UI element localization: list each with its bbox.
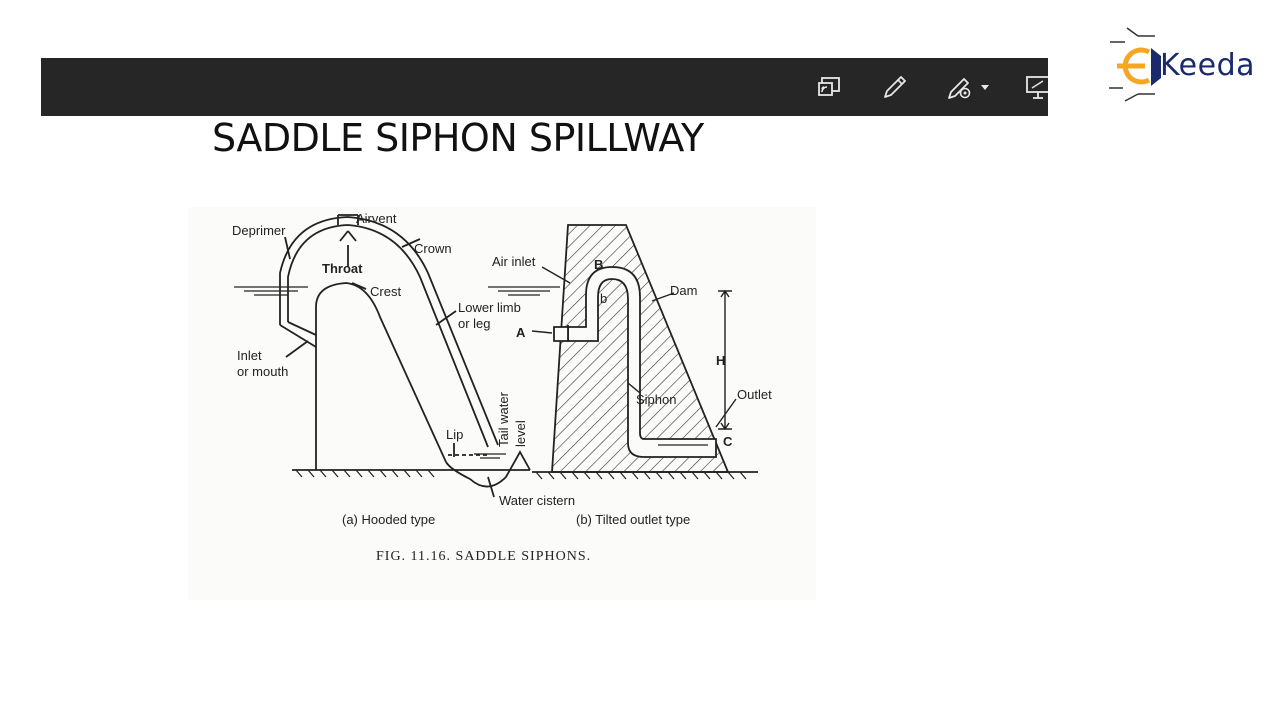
siphon-diagram: Airvent Deprimer Crown Throat Crest Lowe… <box>232 211 772 564</box>
label-crown: Crown <box>414 241 452 256</box>
tilted-siphon-drawing <box>488 224 758 480</box>
label-throat: Throat <box>322 261 363 276</box>
label-deprimer: Deprimer <box>232 223 286 238</box>
label-h: H <box>716 353 725 368</box>
figure-caption: FIG. 11.16. SADDLE SIPHONS. <box>376 549 591 564</box>
label-siphon: Siphon <box>636 392 676 407</box>
label-or-leg: or leg <box>458 316 491 331</box>
label-outlet: Outlet <box>737 387 772 402</box>
pen-button[interactable] <box>879 72 909 102</box>
label-airvent: Airvent <box>356 211 397 226</box>
label-dam: Dam <box>670 283 697 298</box>
whiteboard-button[interactable] <box>1023 72 1048 102</box>
screen-share-button[interactable] <box>815 72 845 102</box>
saddle-siphon-figure: Airvent Deprimer Crown Throat Crest Lowe… <box>188 207 816 600</box>
presentation-toolbar <box>41 58 1048 116</box>
ekeeda-logo-mark <box>1109 27 1161 102</box>
label-inlet: Inlet <box>237 348 262 363</box>
label-c: C <box>723 434 733 449</box>
label-tail-water: Tail water <box>496 391 511 447</box>
chevron-down-icon <box>981 85 989 90</box>
label-b-upper: B <box>594 257 603 272</box>
label-or-mouth: or mouth <box>237 364 288 379</box>
hooded-siphon-drawing <box>234 214 531 498</box>
label-lip: Lip <box>446 427 463 442</box>
pen-settings-button[interactable] <box>945 72 991 102</box>
label-level: level <box>513 420 528 447</box>
slide-title: SADDLE SIPHON SPILLWAY <box>212 116 704 160</box>
label-a: A <box>516 325 526 340</box>
label-air-inlet: Air inlet <box>492 254 536 269</box>
logo-text: Keeda <box>1160 48 1256 83</box>
hooded-siphon-labels: Airvent Deprimer Crown Throat Crest Lowe… <box>232 211 575 527</box>
label-lower-limb: Lower limb <box>458 300 521 315</box>
pen-icon <box>884 76 906 98</box>
tilted-siphon-labels: Air inlet B b A Dam H Siphon Outlet C (b… <box>492 254 772 527</box>
subcaption-hooded: (a) Hooded type <box>342 512 435 527</box>
ekeeda-logo: Keeda <box>1105 26 1265 106</box>
pen-settings-icon <box>948 78 989 99</box>
label-b-lower: b <box>600 291 607 306</box>
whiteboard-icon <box>1026 76 1048 99</box>
subcaption-tilted: (b) Tilted outlet type <box>576 512 690 527</box>
label-crest: Crest <box>370 284 401 299</box>
screen-share-icon <box>818 77 840 96</box>
label-water-cistern: Water cistern <box>499 493 575 508</box>
